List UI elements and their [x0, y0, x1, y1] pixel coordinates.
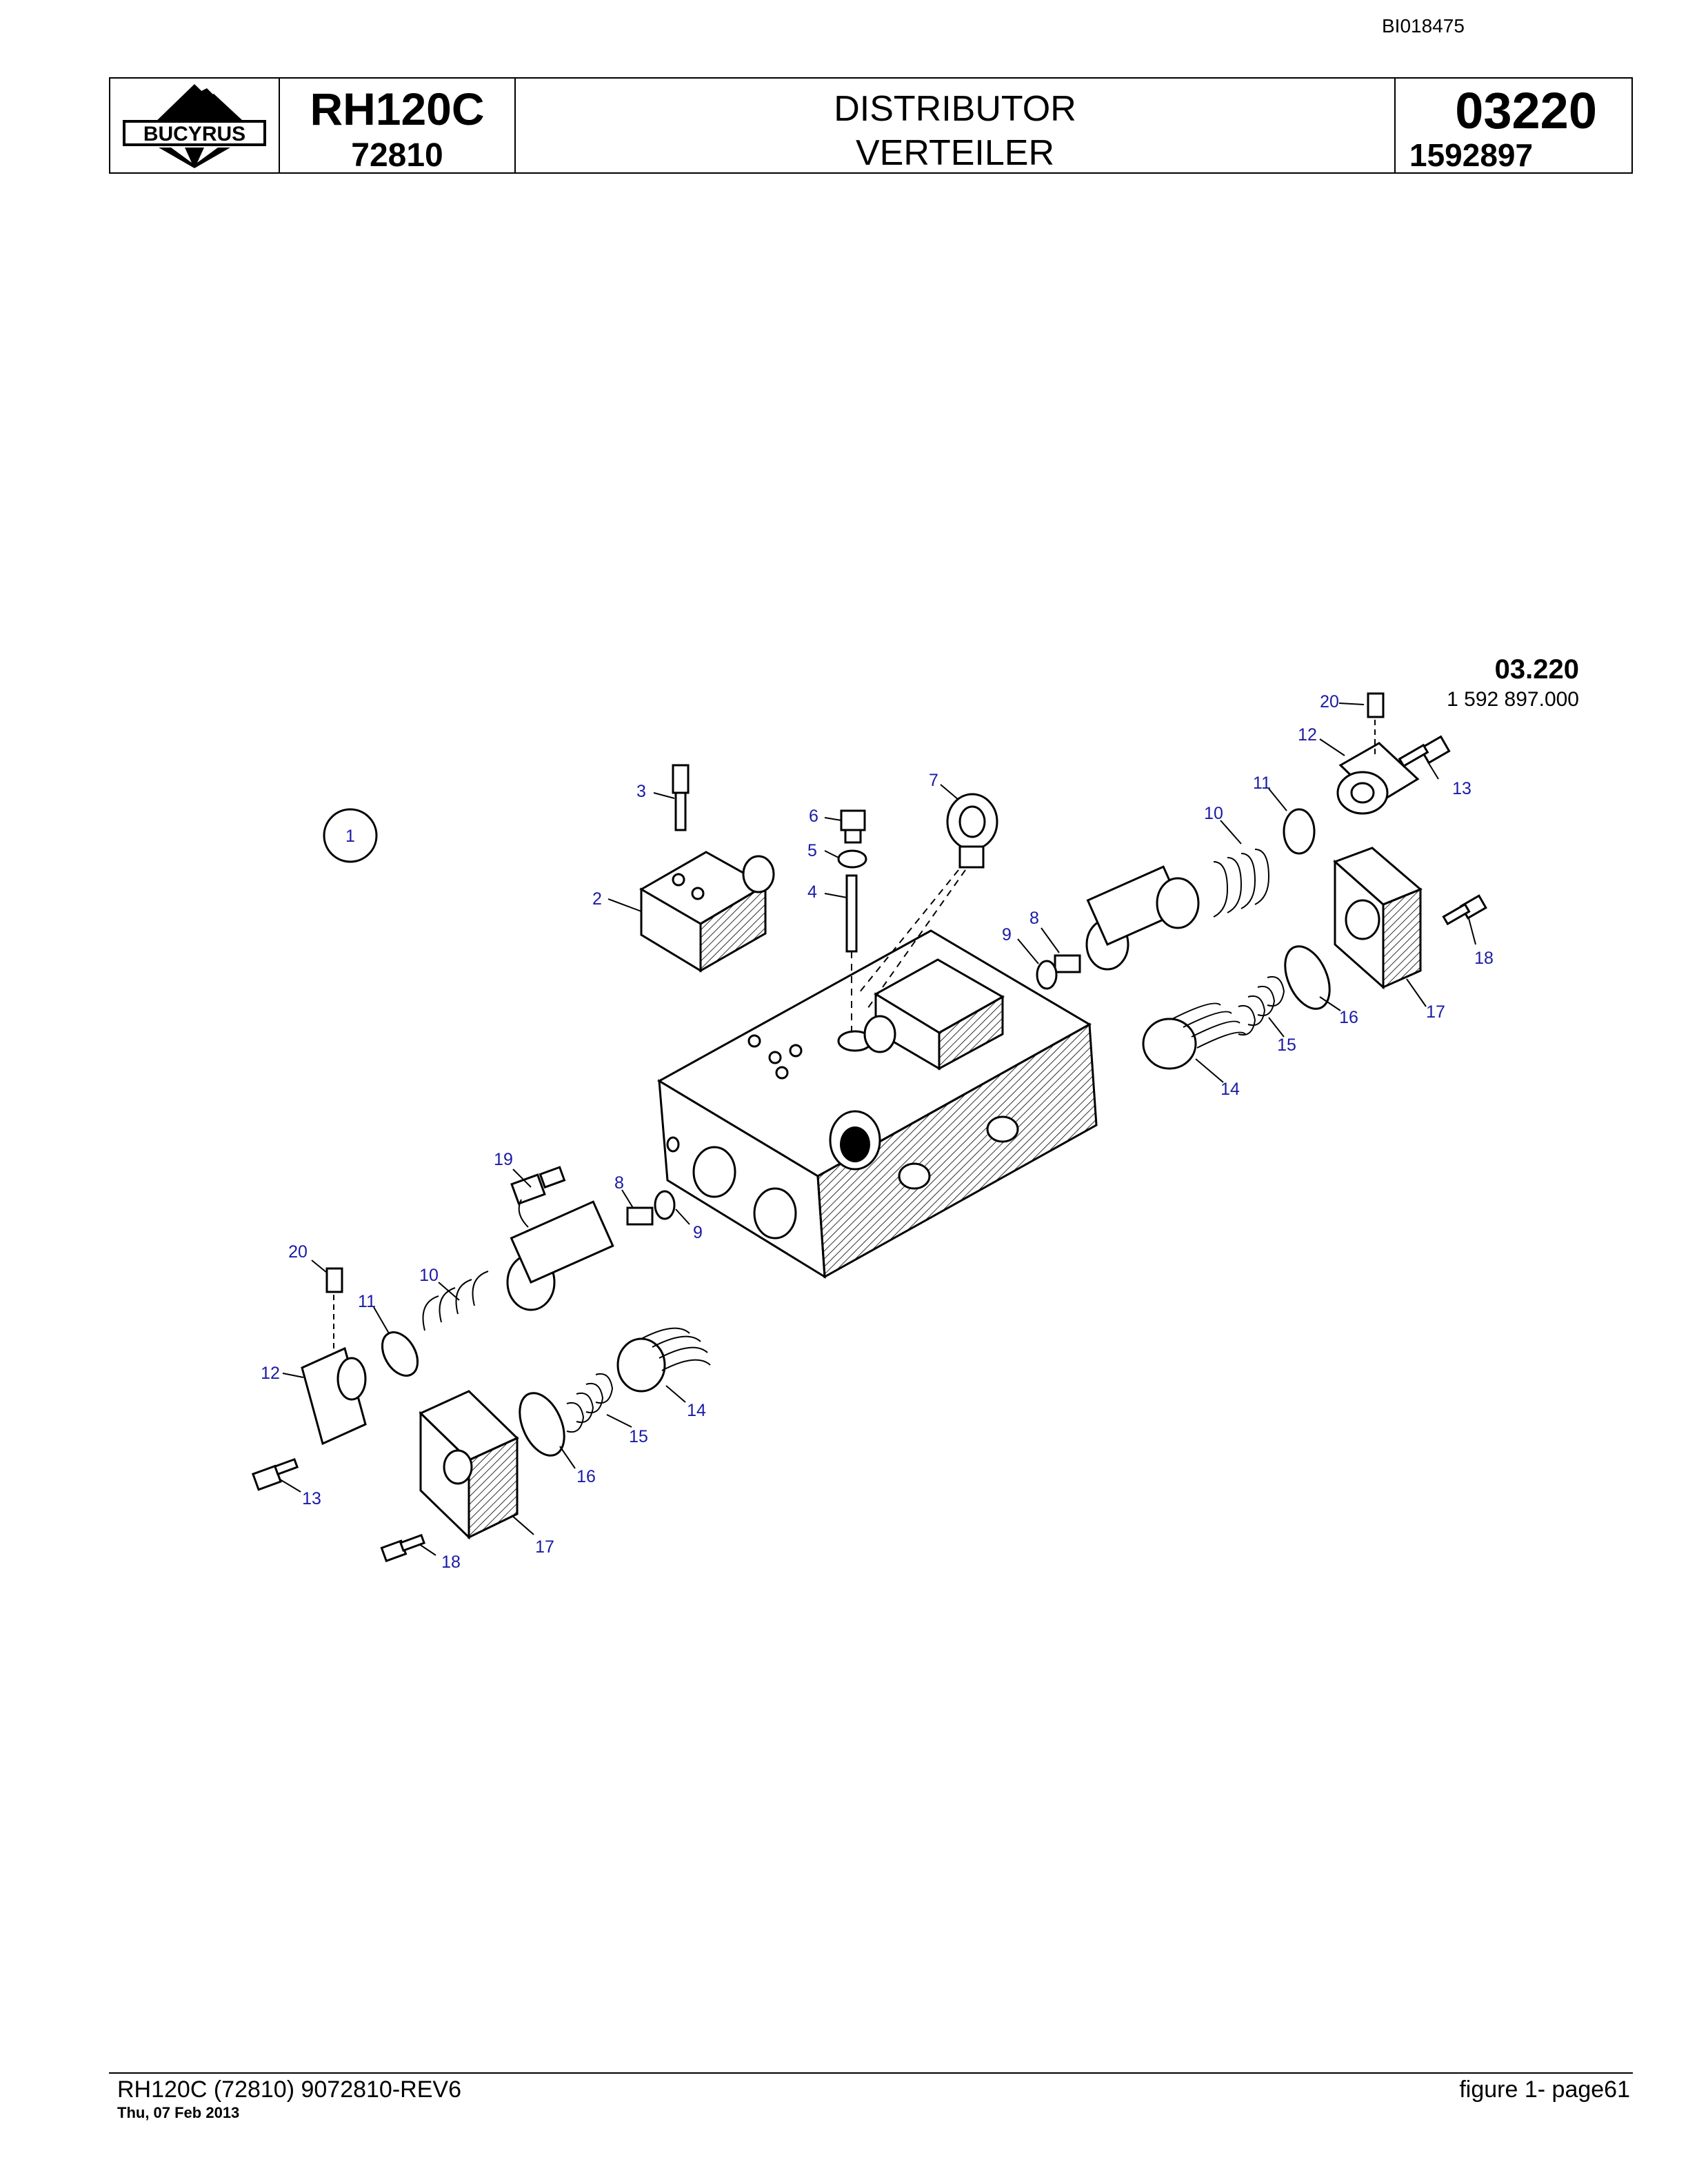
callout-10-right: 10: [1204, 804, 1223, 823]
callout-14-right: 14: [1220, 1080, 1240, 1099]
callout-15-left: 15: [629, 1427, 648, 1446]
footer-document-ref: RH120C (72810) 9072810-REV6: [117, 2076, 461, 2103]
callout-18-right: 18: [1474, 949, 1494, 968]
part-17-flange-left: [419, 1390, 519, 1540]
part-18-screw-right: [1442, 894, 1487, 926]
logo-cell: BUCYRUS: [110, 79, 280, 172]
part-11-oring-right: [1283, 808, 1316, 855]
footer-page: figure 1- page61: [1459, 2076, 1630, 2103]
part-13-screw-right: [1398, 735, 1451, 768]
part-9-seal-left: [654, 1190, 676, 1220]
callout-9-right: 9: [1002, 925, 1012, 944]
serial-number: 72810: [351, 137, 443, 174]
callout-11-right: 11: [1253, 774, 1271, 793]
distributor-block: [656, 929, 1098, 1279]
part-14-sleeve-left: [616, 1327, 711, 1393]
part-8-fitting-right: [1054, 954, 1081, 973]
document-id: BI018475: [1382, 15, 1465, 37]
part-13-screw-left: [251, 1457, 299, 1491]
svg-text:1: 1: [345, 827, 355, 846]
part-number: 1592897: [1409, 137, 1534, 173]
part-14-sleeve-right: [1142, 1002, 1246, 1070]
footer-rule: [109, 2072, 1633, 2074]
logo-wordmark: BUCYRUS: [143, 123, 245, 145]
part-19-fitting: [510, 1166, 566, 1228]
title-english: DISTRIBUTOR: [834, 89, 1076, 129]
part-4-pin: [845, 874, 858, 1034]
part-9-seal-right: [1036, 960, 1058, 990]
leader-lines: [279, 702, 1476, 1556]
header-table: BUCYRUS RH120C 72810 DISTRIBUTOR VERTEIL…: [109, 77, 1633, 174]
model-name: RH120C: [310, 83, 485, 134]
group-cell: 03220 1592897: [1396, 79, 1631, 173]
callout-13-right: 13: [1452, 779, 1471, 798]
part-2-valve-block: [639, 851, 775, 973]
part-17-flange-right: [1333, 847, 1423, 990]
callout-16-right: 16: [1339, 1008, 1358, 1027]
part-3-bolt: [672, 764, 690, 831]
callout-11-left: 11: [358, 1292, 376, 1311]
callout-2: 2: [592, 889, 602, 909]
callout-4: 4: [807, 882, 817, 902]
part-11-oring-left: [381, 1331, 419, 1377]
callout-15-right: 15: [1277, 1035, 1296, 1055]
callout-12-left: 12: [261, 1364, 280, 1383]
callout-10-left: 10: [419, 1266, 439, 1285]
callout-20-left: 20: [288, 1242, 308, 1262]
part-10-spool-left: [422, 1200, 614, 1331]
callout-17-left: 17: [535, 1537, 554, 1557]
callout-5: 5: [807, 841, 817, 860]
callout-19: 19: [494, 1150, 513, 1169]
part-15-spring-right: [1238, 976, 1285, 1035]
callout-14-left: 14: [687, 1401, 706, 1420]
callouts: 2 3 4 5 6 7 8 9 10 11 12 13 14 15 16 17 …: [261, 692, 1494, 1572]
part-16-oring-right: [1284, 945, 1331, 1010]
part-7-eye-bolt: [858, 793, 998, 1011]
callout-6: 6: [809, 807, 818, 826]
assembly-marker: 1: [323, 808, 378, 863]
diagram-reference-sub: 1 592 897.000: [1447, 688, 1579, 711]
callout-13-left: 13: [302, 1489, 321, 1508]
title-cell: DISTRIBUTOR VERTEILER: [516, 79, 1396, 173]
part-18-screw-left: [380, 1533, 426, 1563]
callout-7: 7: [929, 771, 938, 790]
callout-20-right: 20: [1320, 692, 1339, 711]
diagram-reference: 03.220: [1495, 654, 1579, 685]
callout-8-left: 8: [614, 1173, 624, 1193]
callout-9-left: 9: [693, 1223, 703, 1242]
callout-8-right: 8: [1029, 909, 1039, 928]
callout-18-left: 18: [441, 1553, 461, 1572]
title-german: VERTEILER: [855, 133, 1055, 173]
part-16-oring-left: [519, 1392, 565, 1457]
model-cell: RH120C 72810: [280, 79, 516, 174]
callout-3: 3: [636, 782, 646, 801]
part-5-washer: [837, 849, 867, 869]
part-6-plug: [840, 809, 866, 844]
group-number: 03220: [1455, 82, 1597, 139]
part-10-spool-right: [1085, 849, 1270, 971]
part-15-spring-left: [566, 1373, 614, 1433]
callout-17-right: 17: [1426, 1002, 1445, 1022]
part-12-cap-right: [1336, 742, 1420, 815]
bucyrus-logo: BUCYRUS: [123, 84, 266, 168]
part-20-plug-right: [1367, 692, 1385, 758]
callout-16-left: 16: [576, 1467, 596, 1486]
part-12-cap-left: [301, 1346, 367, 1446]
callout-12-right: 12: [1298, 725, 1317, 745]
part-20-plug-left: [325, 1267, 343, 1350]
part-8-fitting-left: [626, 1206, 654, 1226]
footer-date: Thu, 07 Feb 2013: [117, 2104, 240, 2121]
